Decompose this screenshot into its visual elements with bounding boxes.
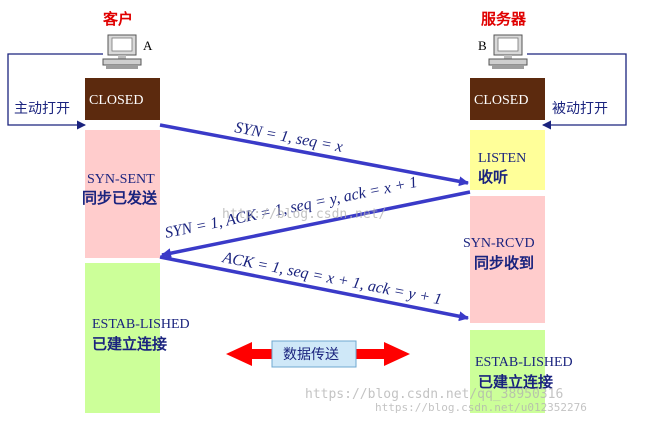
client-syn-sent-label: SYN-SENT <box>87 172 155 187</box>
server-title: 服务器 <box>481 10 527 28</box>
server-syn-rcvd-label: SYN-RCVD <box>463 236 535 251</box>
ack-message: ACK = 1, seq = x + 1, ack = y + 1 <box>220 249 443 308</box>
server-syn-rcvd-desc: 同步收到 <box>474 254 534 272</box>
watermark-text: https://blog.csdn.net/qq_38950316 <box>305 387 563 402</box>
client-established-label: ESTAB-LISHED <box>92 317 190 332</box>
server-listen-desc: 收听 <box>478 168 508 186</box>
syn-arrow <box>159 123 469 187</box>
computer-icon <box>102 34 142 69</box>
watermark-text: http://blog.csdn.net/ <box>222 207 386 222</box>
server-syn-rcvd-box <box>470 196 545 323</box>
client-syn-sent-desc: 同步已发送 <box>82 189 158 207</box>
client-closed-box <box>85 78 160 120</box>
syn-ack-arrow <box>161 190 471 259</box>
client-title: 客户 <box>102 10 133 28</box>
data-transfer-label: 数据传送 <box>283 347 339 363</box>
client-established-desc: 已建立连接 <box>92 335 167 353</box>
passive-open-label: 被动打开 <box>552 100 608 117</box>
watermark-text: https://blog.csdn.net/u012352276 <box>375 401 587 414</box>
data-transfer-box <box>271 340 357 368</box>
passive-open-arrow <box>527 53 627 130</box>
active-open-label: 主动打开 <box>14 100 70 117</box>
client-id: A <box>143 38 153 53</box>
client-established-box <box>85 263 160 413</box>
server-established-label: ESTAB-LISHED <box>475 355 573 370</box>
server-listen-box <box>470 130 545 190</box>
server-established-box <box>470 330 545 413</box>
server-listen-label: LISTEN <box>478 151 526 166</box>
server-closed-box <box>470 78 545 120</box>
active-open-arrow <box>7 53 103 130</box>
server-established-desc: 已建立连接 <box>478 373 553 391</box>
server-closed-label: CLOSED <box>474 93 528 108</box>
ack-arrow <box>159 255 469 322</box>
server-id: B <box>478 38 487 53</box>
client-syn-sent-box <box>85 130 160 258</box>
client-closed-label: CLOSED <box>89 93 143 108</box>
computer-icon <box>488 34 528 69</box>
